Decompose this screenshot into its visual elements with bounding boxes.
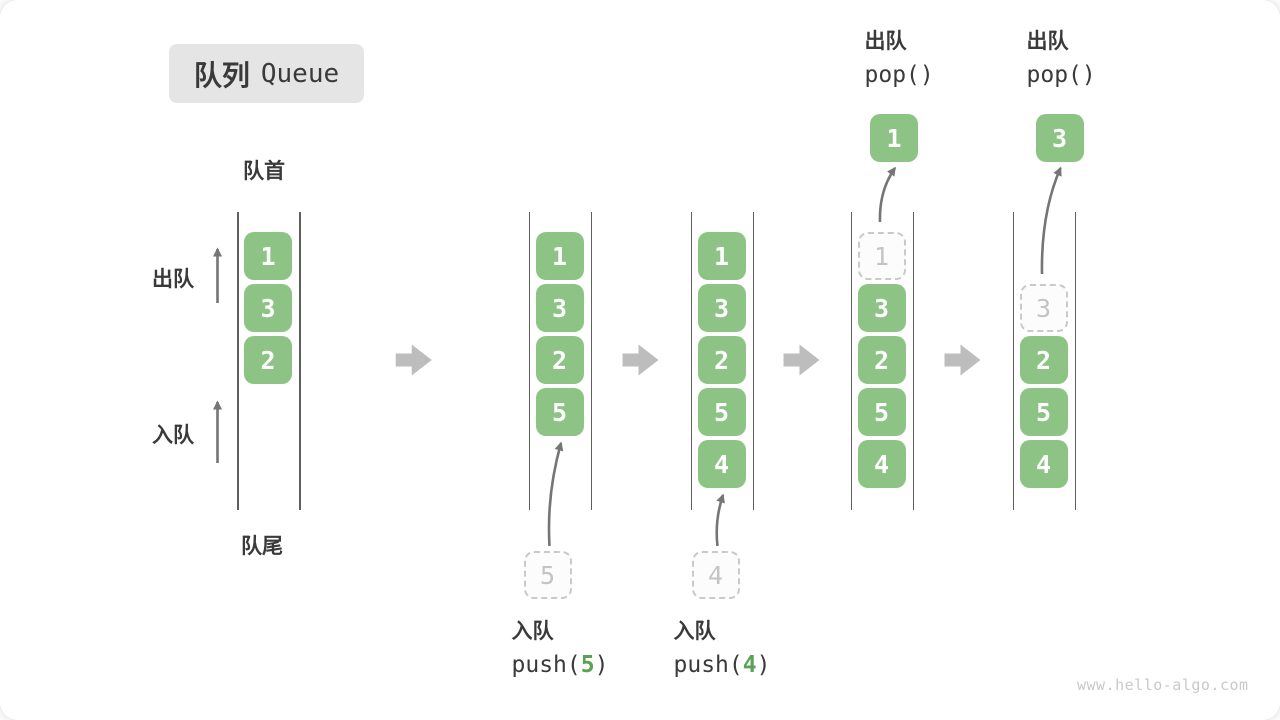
queue-wall-left (237, 212, 239, 510)
queue-cell: 1 (535, 232, 584, 280)
queue-cell: 2 (857, 336, 906, 384)
queue-cell: 4 (1019, 440, 1068, 488)
enqueue-op-cjk: 入队 (511, 619, 554, 643)
queue-cell-ghost: 3 (1019, 284, 1068, 332)
dequeued-value-box: 1 (870, 114, 918, 162)
queue-cell: 2 (1019, 336, 1068, 384)
queue-wall-left (850, 212, 853, 510)
dequeue-op-code: pop() (864, 62, 934, 89)
title-cjk: 队列 (193, 58, 250, 92)
dequeue-op-label: 出队 pop() (864, 29, 934, 89)
queue-wall-left (528, 212, 531, 510)
enqueue-side-label: 入队 (152, 423, 194, 447)
queue-wall-right (752, 212, 755, 510)
dequeue-op-label: 出队 pop() (1026, 29, 1096, 89)
enqueue-op-cjk: 入队 (673, 619, 716, 643)
dequeue-op-code: pop() (1026, 62, 1096, 89)
enqueue-arrow (715, 493, 725, 547)
title-en: Queue (260, 58, 340, 89)
queue-cell: 4 (857, 440, 906, 488)
queue-wall-left (690, 212, 693, 510)
queue-cell: 5 (535, 388, 584, 436)
queue-cell-ghost: 1 (857, 232, 906, 280)
dequeue-op-cjk: 出队 (1026, 29, 1069, 53)
queue-wall-right (912, 212, 915, 510)
title-badge: 队列 Queue (169, 44, 364, 103)
queue-cell: 2 (535, 336, 584, 384)
queue-cell: 3 (857, 284, 906, 332)
queue-cell: 5 (857, 388, 906, 436)
queue-wall-right (590, 212, 593, 510)
queue-cell: 2 (244, 336, 292, 384)
queue-cell: 5 (697, 388, 746, 436)
step-arrow-icon (395, 344, 432, 376)
dequeue-arrow (1040, 166, 1062, 275)
queue-cell: 3 (244, 284, 292, 332)
enqueue-op-code: push(5) (511, 652, 609, 679)
dequeue-op-cjk: 出队 (864, 29, 907, 53)
step-arrow-icon (783, 344, 820, 376)
dequeue-arrow (878, 166, 897, 223)
queue-wall-left (1012, 212, 1015, 510)
enqueue-op-label: 入队 push(4) (673, 619, 771, 679)
step-arrow-icon (622, 344, 659, 376)
queue-cell: 2 (697, 336, 746, 384)
queue-cell: 1 (697, 232, 746, 280)
enqueue-op-label: 入队 push(5) (511, 619, 609, 679)
dequeue-side-label: 出队 (152, 267, 194, 291)
step-arrow-icon (944, 344, 981, 376)
queue-cell: 4 (697, 440, 746, 488)
dequeued-value-box: 3 (1035, 114, 1084, 162)
watermark: www.hello-algo.com (1077, 676, 1249, 694)
enqueue-op-code: push(4) (673, 652, 771, 679)
queue-wall-right (299, 212, 301, 510)
enqueue-candidate-box: 5 (523, 551, 572, 599)
queue-cell: 3 (535, 284, 584, 332)
enqueue-candidate-box: 4 (691, 551, 740, 599)
front-label: 队首 (243, 159, 285, 183)
queue-cell: 5 (1019, 388, 1068, 436)
queue-cell: 3 (697, 284, 746, 332)
enqueue-arrow (547, 441, 564, 547)
queue-cell: 1 (244, 232, 292, 280)
rear-label: 队尾 (241, 534, 283, 558)
queue-wall-right (1074, 212, 1077, 510)
